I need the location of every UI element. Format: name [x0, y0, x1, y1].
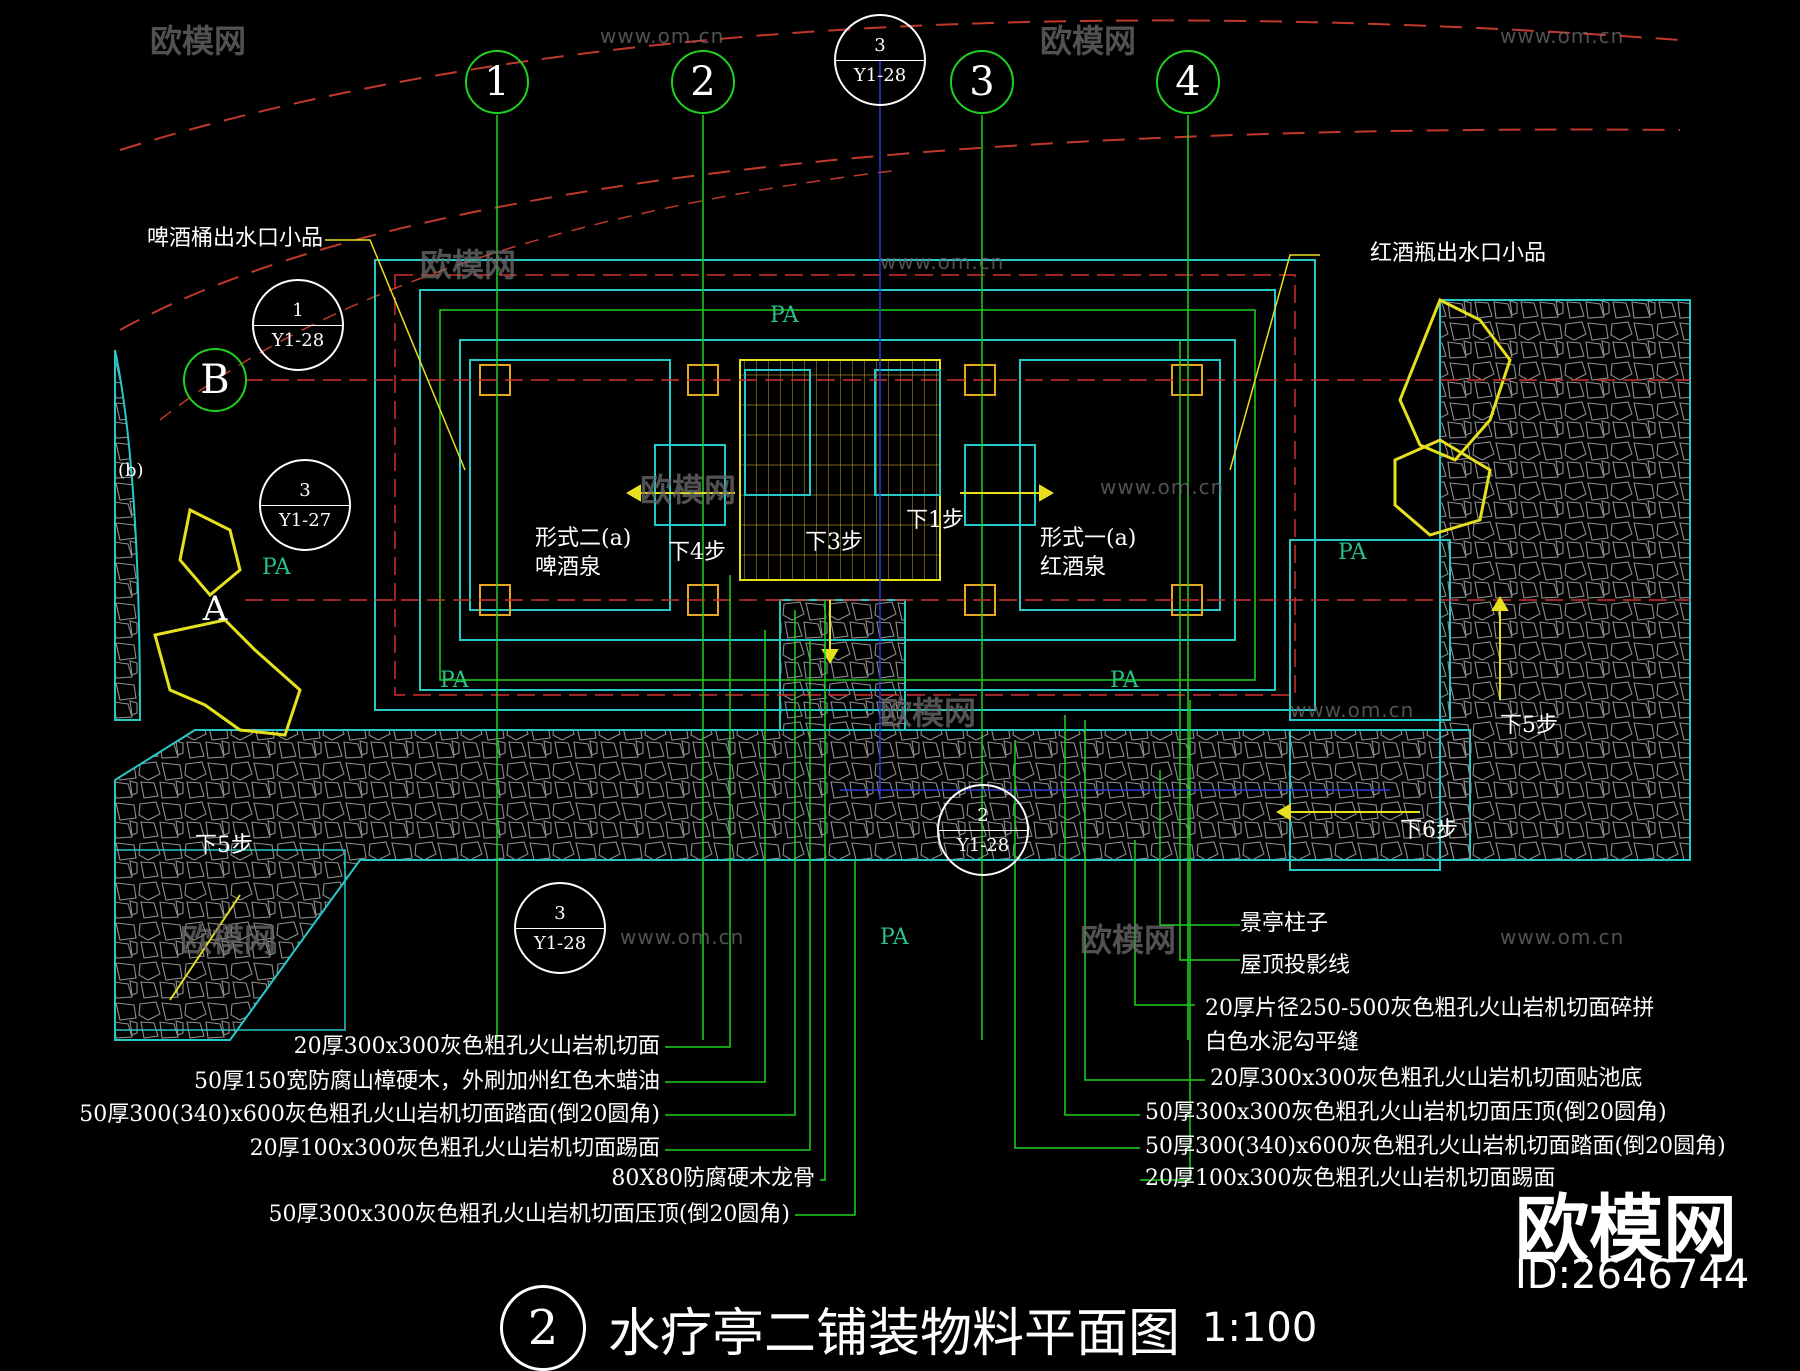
- grid-axis-a: A: [202, 589, 228, 629]
- pa-label: PA: [770, 303, 799, 328]
- callout-tread-left: 50厚300(340)x600灰色粗孔火山岩机切面踏面(倒20圆角): [79, 1102, 660, 1127]
- stone-paving: [114, 299, 1691, 1041]
- label-b: (b): [118, 460, 144, 481]
- watermark-site: www.om.cn: [600, 24, 725, 48]
- section-number: 3: [261, 480, 349, 506]
- callout-riser-right: 20厚100x300灰色粗孔火山岩机切面踢面: [1145, 1166, 1556, 1191]
- section-mark-top: 3 Y1-28: [834, 14, 926, 106]
- watermark-id: ID:2646744: [1515, 1252, 1750, 1298]
- section-sheet: Y1-28: [533, 932, 587, 954]
- section-mark-bottom: 3 Y1-28: [514, 882, 606, 974]
- callout-coping-right: 50厚300x300灰色粗孔火山岩机切面压顶(倒20圆角): [1145, 1100, 1667, 1125]
- watermark-site: www.om.cn: [880, 250, 1005, 274]
- rock-features: [153, 297, 1512, 737]
- pa-label: PA: [440, 668, 469, 693]
- pa-label: PA: [1110, 668, 1139, 693]
- section-sheet: Y1-27: [278, 509, 332, 531]
- callout-pool-bottom: 20厚300x300灰色粗孔火山岩机切面贴池底: [1210, 1066, 1643, 1091]
- watermark-brand: 欧模网: [640, 471, 737, 509]
- callout-hardwood: 50厚150宽防腐山樟硬木，外刷加州红色木蜡油: [194, 1069, 660, 1094]
- callout-tread-right: 50厚300(340)x600灰色粗孔火山岩机切面踏面(倒20圆角): [1145, 1134, 1726, 1159]
- callout-roof-projection: 屋顶投影线: [1240, 953, 1351, 978]
- section-number: 1: [254, 300, 342, 326]
- grid-axis-1: 1: [465, 50, 529, 114]
- section-sheet: Y1-28: [271, 329, 325, 351]
- watermark-site: www.om.cn: [620, 925, 745, 949]
- watermark-brand: 欧模网: [1080, 921, 1177, 959]
- site-arcs: [119, 19, 1681, 421]
- beer-fountain-type: 形式二(a): [535, 526, 632, 551]
- section-number: 3: [836, 35, 924, 61]
- wine-fountain-name: 红酒泉: [1040, 555, 1107, 580]
- watermark-brand: 欧模网: [1040, 22, 1137, 60]
- watermark-site: www.om.cn: [1500, 925, 1625, 949]
- section-number: 2: [939, 805, 1027, 831]
- pa-label: PA: [1338, 540, 1367, 565]
- pavilion-outline: [114, 259, 1451, 1031]
- step-label-down-1: 下1步: [906, 508, 964, 533]
- step-label-down-4: 下4步: [668, 540, 726, 565]
- callout-stone-300: 20厚300x300灰色粗孔火山岩机切面: [293, 1034, 660, 1059]
- callout-column: 景亭柱子: [1240, 911, 1329, 936]
- flow-arrows: [169, 484, 1509, 1001]
- grid-axis-4: 4: [1156, 50, 1220, 114]
- grid-axis-2: 2: [671, 50, 735, 114]
- step-label-down-3: 下3步: [805, 530, 863, 555]
- watermark-brand: 欧模网: [180, 921, 277, 959]
- section-sheet: Y1-28: [853, 64, 907, 86]
- beer-fountain-name: 啤酒泉: [535, 555, 602, 580]
- grid-axis-3: 3: [950, 50, 1014, 114]
- callout-crazy-paving: 20厚片径250-500灰色粗孔火山岩机切面碎拼: [1205, 996, 1655, 1021]
- drawing-title-text: 水疗亭二铺装物料平面图: [608, 1303, 1181, 1364]
- step-label-down-6: 下6步: [1400, 818, 1458, 843]
- drawing-number: 2: [500, 1285, 586, 1371]
- pa-label: PA: [880, 925, 909, 950]
- callout-joist: 80X80防腐硬木龙骨: [611, 1166, 815, 1191]
- watermark-brand: 欧模网: [880, 694, 977, 732]
- step-label-down-5-right: 下5步: [1500, 713, 1558, 738]
- section-sheet: Y1-28: [956, 834, 1010, 856]
- pa-label: PA: [262, 555, 291, 580]
- section-mark-left-lower: 3 Y1-27: [259, 459, 351, 551]
- section-mark-center: 2 Y1-28: [937, 784, 1029, 876]
- callout-riser-left: 20厚100x300灰色粗孔火山岩机切面踢面: [249, 1136, 660, 1161]
- drawing-scale: 1:100: [1202, 1305, 1318, 1351]
- watermark-site: www.om.cn: [1100, 475, 1225, 499]
- step-label-down-5-left: 下5步: [195, 833, 253, 858]
- beer-outlet-label: 啤酒桶出水口小品: [146, 226, 323, 251]
- callout-coping-left: 50厚300x300灰色粗孔火山岩机切面压顶(倒20圆角): [268, 1202, 790, 1227]
- section-mark-left-upper: 1 Y1-28: [252, 279, 344, 371]
- watermark-logo: 欧模网: [1515, 1187, 1737, 1273]
- callout-leaders: [325, 239, 1320, 1216]
- watermark-site: www.om.cn: [1290, 698, 1415, 722]
- wine-outlet-label: 红酒瓶出水口小品: [1370, 241, 1547, 266]
- watermark-brand: 欧模网: [420, 246, 517, 284]
- drawing-title: 2 水疗亭二铺装物料平面图 1:100: [500, 1285, 1317, 1371]
- section-number: 3: [516, 903, 604, 929]
- wine-fountain-type: 形式一(a): [1040, 526, 1137, 551]
- watermark-brand: 欧模网: [150, 22, 247, 60]
- grid-axis-b: B: [183, 348, 247, 412]
- callout-grout: 白色水泥勾平缝: [1205, 1030, 1360, 1055]
- grid-lines: [245, 60, 1690, 1040]
- watermark-site: www.om.cn: [1500, 24, 1625, 48]
